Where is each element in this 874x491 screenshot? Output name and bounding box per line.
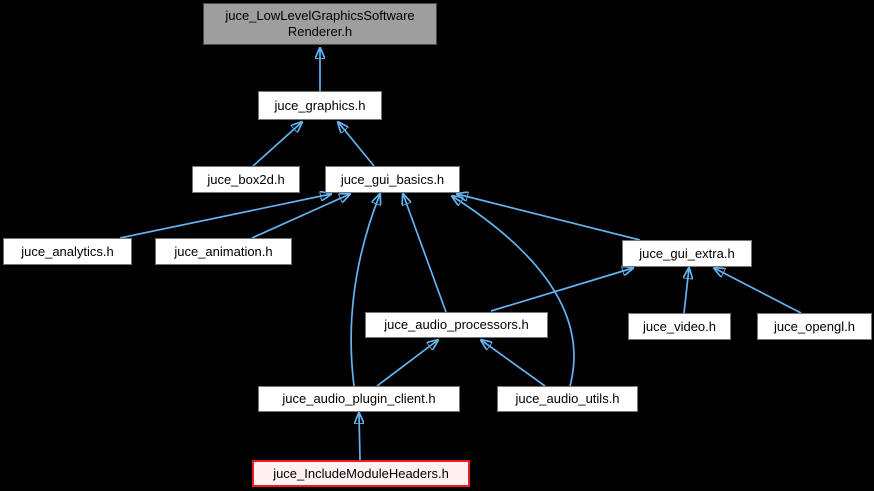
node-juce-video-h[interactable]: juce_video.h xyxy=(628,313,731,340)
edge-audioprocessors-to-guibasics xyxy=(403,194,447,313)
node-label: juce_video.h xyxy=(643,318,716,334)
node-juce-gui-extra-h[interactable]: juce_gui_extra.h xyxy=(622,240,752,267)
edge-audioutils-to-audioprocessors xyxy=(481,340,546,387)
node-juce-audio-plugin-client-h[interactable]: juce_audio_plugin_client.h xyxy=(258,386,460,412)
edge-audioprocessors-to-guiextra xyxy=(490,268,633,312)
node-juce-box2d-h[interactable]: juce_box2d.h xyxy=(192,166,300,193)
edge-video-to-guiextra xyxy=(684,268,689,314)
edge-guiextra-to-guibasics xyxy=(457,194,641,241)
node-juce-lowlevelgraphicssoftwarerenderer-h: juce_LowLevelGraphicsSoftware Renderer.h xyxy=(203,3,437,45)
node-juce-gui-basics-h[interactable]: juce_gui_basics.h xyxy=(325,166,460,193)
node-juce-audio-utils-h[interactable]: juce_audio_utils.h xyxy=(497,386,638,412)
node-label: juce_box2d.h xyxy=(207,171,285,187)
edge-audioutils-to-guibasics xyxy=(452,196,575,387)
node-label: juce_graphics.h xyxy=(274,97,366,113)
edge-guibasics-to-graphics xyxy=(338,122,375,167)
node-label: juce_IncludeModuleHeaders.h xyxy=(273,465,449,481)
node-label: juce_audio_utils.h xyxy=(515,391,620,407)
node-label: juce_audio_processors.h xyxy=(384,317,529,333)
node-label: juce_audio_plugin_client.h xyxy=(282,391,436,407)
node-juce-analytics-h[interactable]: juce_analytics.h xyxy=(3,238,132,265)
edge-opengl-to-guiextra xyxy=(714,268,802,314)
node-label: juce_animation.h xyxy=(174,243,273,259)
edge-audiopluginclient-to-guibasics xyxy=(350,194,380,387)
node-juce-audio-processors-h[interactable]: juce_audio_processors.h xyxy=(365,312,548,338)
node-label: juce_gui_extra.h xyxy=(639,245,735,261)
edge-box2d-to-graphics xyxy=(252,122,302,167)
node-label: juce_gui_basics.h xyxy=(340,171,445,187)
edge-includemoduleheaders-to-audiopluginclient xyxy=(359,413,360,461)
node-juce-opengl-h[interactable]: juce_opengl.h xyxy=(757,313,872,340)
edge-audiopluginclient-to-audioprocessors xyxy=(376,340,438,387)
node-label: juce_LowLevelGraphicsSoftware Renderer.h xyxy=(225,8,415,39)
edge-analytics-to-guibasics xyxy=(119,194,331,239)
node-juce-graphics-h[interactable]: juce_graphics.h xyxy=(258,91,382,120)
node-label: juce_analytics.h xyxy=(21,243,114,259)
node-juce-animation-h[interactable]: juce_animation.h xyxy=(155,238,292,265)
node-juce-includemoduleheaders-h[interactable]: juce_IncludeModuleHeaders.h xyxy=(252,460,470,487)
node-label: juce_opengl.h xyxy=(774,318,855,334)
edge-animation-to-guibasics xyxy=(251,194,350,239)
